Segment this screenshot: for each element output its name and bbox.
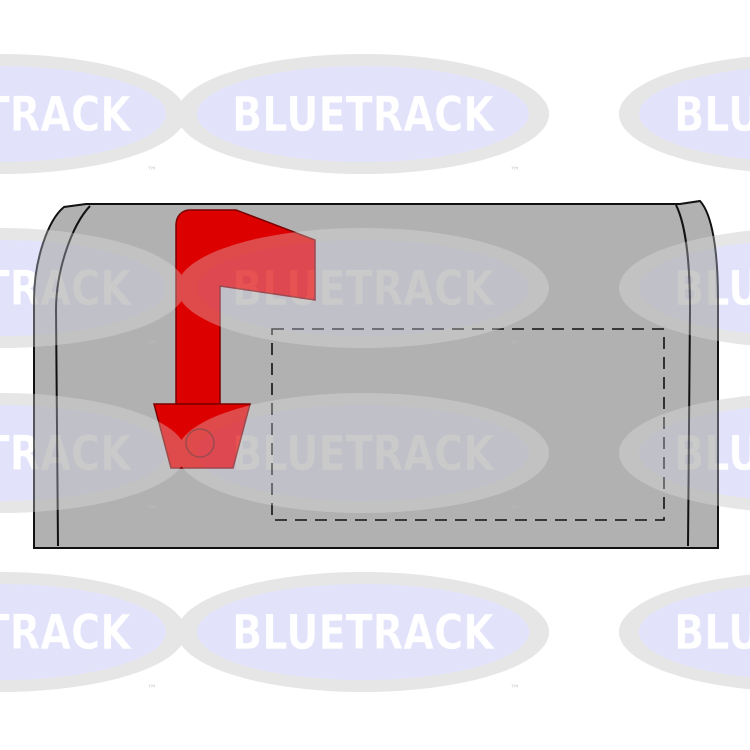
watermark-ellipse-inner [639,242,750,334]
watermark-logo: BLUETRACK ™ [0,54,186,177]
watermark-logo: BLUETRACK ™ [0,572,186,695]
watermark-ellipse-inner [197,66,529,162]
watermark-ellipse-inner [197,66,529,162]
watermark-logo: BLUETRACK ™ [177,54,549,177]
watermark-text: BLUETRACK [232,87,495,143]
watermark-text: BLUETRACK [232,87,495,143]
watermark-trademark: ™ [147,166,157,177]
watermark-ellipse-inner [197,584,529,680]
watermark-text: BLUETRACK [674,605,750,661]
watermark-ellipse-outer [177,54,549,174]
watermark-trademark: ™ [510,166,520,177]
watermark-ellipse-outer [177,572,549,692]
watermark-ellipse-outer [619,574,750,690]
watermark-ellipse-inner [197,584,529,680]
watermark-text: BLUETRACK [0,426,132,482]
watermark-ellipse-outer [0,54,186,174]
watermark-logo: BLUETRACK ™ [0,228,186,351]
watermark-logo: BLUETRACK ™ [0,393,186,516]
watermark-text: BLUETRACK [674,87,750,143]
watermark-trademark: ™ [147,684,157,695]
watermark-trademark: ™ [147,340,157,351]
watermark-trademark: ™ [510,166,520,177]
watermark-text: BLUETRACK [232,605,495,661]
watermark-ellipse-inner [639,407,750,499]
watermark-ellipse-outer [177,228,549,348]
flag-pivot [185,428,215,458]
watermark-trademark: ™ [510,684,520,695]
watermark-text: BLUETRACK [232,426,495,482]
flag-pole [175,209,316,405]
watermark-trademark: ™ [510,505,520,516]
watermark-ellipse-inner [197,240,529,336]
watermark-text: BLUETRACK [0,605,132,661]
watermark-ellipse-inner [639,586,750,678]
watermark-ellipse-inner [639,586,750,678]
watermark-overlay: BLUETRACK ™ BLUETRACK ™ BLUETRACK ™ BLUETRACK ™… [0,54,750,695]
watermark-text: BLUETRACK [232,261,495,317]
watermark-text: BLUETRACK [0,261,132,317]
watermark-ellipse-inner [0,584,166,680]
watermark-trademark: ™ [147,684,157,695]
watermark-ellipse-inner [639,68,750,160]
watermark-text: BLUETRACK [0,605,132,661]
watermark-ellipse-outer [619,395,750,511]
watermark-text: BLUETRACK [674,261,750,317]
mailbox-rim-left [54,205,91,547]
watermark-ellipse-inner [197,405,529,501]
watermark-logo: BLUETRACK ™ [0,54,186,177]
watermark-ellipse-inner [0,405,166,501]
watermark-trademark: ™ [147,505,157,516]
watermark-trademark: ™ [147,166,157,177]
mailbox-rim-right [675,204,692,547]
watermark-logo: BLUETRACK ™ [177,54,549,177]
watermark-logo: BLUETRACK ™ [177,228,549,351]
watermark-ellipse-outer [0,393,186,513]
watermark-ellipse-inner [0,66,166,162]
watermark-ellipse-inner [639,68,750,160]
watermark-ellipse-outer [177,393,549,513]
watermark-ellipse-inner [0,584,166,680]
watermark-logo: BLUETRACK ™ [177,393,549,516]
watermark-logo: BLUETRACK ™ [177,572,549,695]
watermark-text: BLUETRACK [674,87,750,143]
watermark-ellipse-inner [0,66,166,162]
mailbox-flag [153,209,316,469]
watermark-logo: BLUETRACK ™ [177,572,549,695]
watermark-trademark: ™ [510,684,520,695]
watermark-text: BLUETRACK [232,605,495,661]
watermark-ellipse-outer [0,572,186,692]
watermark-ellipse-outer [619,230,750,346]
watermark-text: BLUETRACK [674,605,750,661]
watermark-ellipse-inner [0,240,166,336]
imprint-area [271,328,665,521]
watermark-ellipse-outer [0,228,186,348]
watermark-ellipse-outer [619,56,750,172]
watermark-text: BLUETRACK [0,87,132,143]
watermark-trademark: ™ [510,340,520,351]
watermark-text: BLUETRACK [674,426,750,482]
watermark-logo: BLUETRACK ™ [0,572,186,695]
watermark-text: BLUETRACK [0,87,132,143]
